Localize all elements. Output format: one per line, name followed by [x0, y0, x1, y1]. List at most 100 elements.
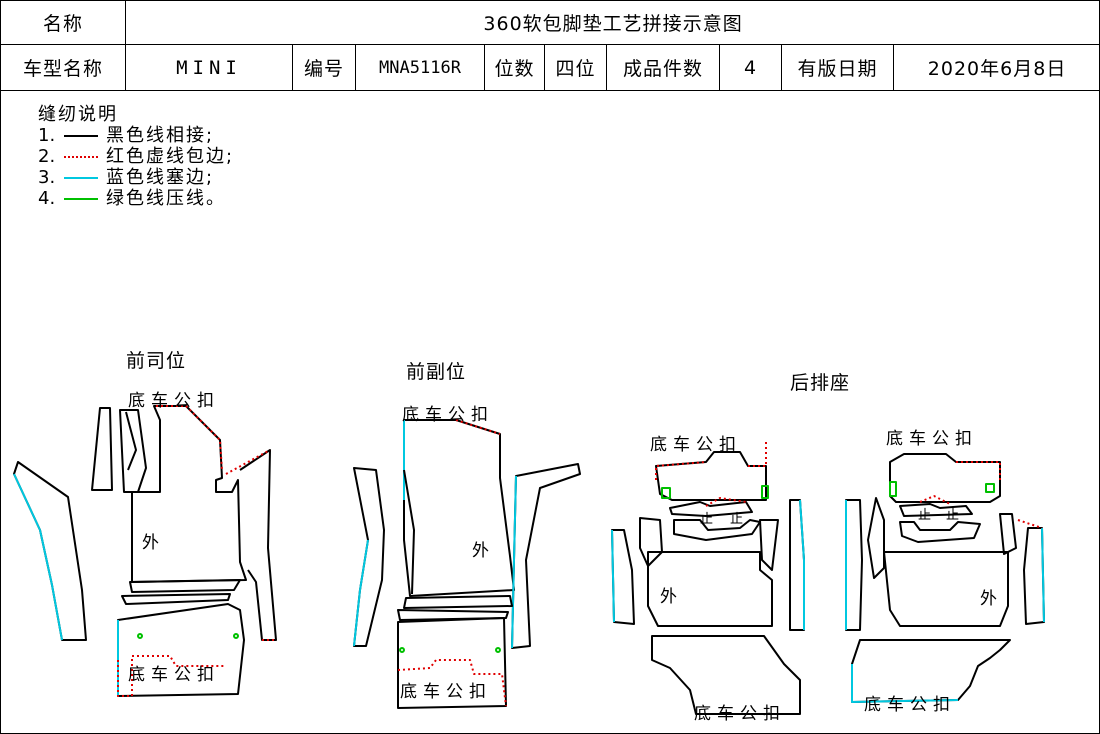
model-value: MINI: [125, 44, 293, 91]
legend-text: 红色虚线包边;: [106, 146, 235, 167]
drawing-title: 360软包脚垫工艺拼接示意图: [124, 0, 1100, 45]
rear-left-top-label: 底车公扣: [650, 435, 742, 455]
legend-num: 2.: [38, 146, 56, 167]
rear-left-top-piece: [655, 451, 767, 501]
passenger-band-1: [403, 595, 513, 609]
driver-left-strip: [13, 461, 87, 641]
rear-right-outer-cyan-edge: [1041, 527, 1045, 623]
rear-right-bottom-cyan-edge: [851, 664, 959, 703]
passenger-left-cyan-edge: [353, 539, 369, 647]
driver-band-1: [129, 579, 241, 593]
driver-right-piping: [225, 449, 271, 475]
legend-text: 黑色线相接;: [106, 125, 215, 146]
sewing-legend: 缝纫说明 1. 黑色线相接; 2. 红色虚线包边; 3. 蓝色线塞边; 4. 绿…: [38, 104, 234, 209]
rear-left-mid-piping: [705, 497, 747, 507]
legend-item: 3. 蓝色线塞边;: [38, 167, 234, 188]
rear-left-side-piece-2: [759, 519, 779, 571]
rear-right-mid-piping: [919, 495, 951, 505]
driver-strip-b-inner: [125, 411, 137, 471]
rear-right-left-strip: [845, 499, 863, 631]
legend-item: 4. 绿色线压线。: [38, 188, 234, 209]
driver-title: 前司位: [126, 350, 187, 372]
driver-strip-b: [119, 409, 147, 493]
position-value: 四位: [544, 44, 607, 91]
legend-num: 3.: [38, 167, 56, 188]
legend-text: 蓝色线塞边;: [106, 167, 215, 188]
rear-left-green-mark: [761, 485, 769, 499]
passenger-green-mark: [495, 647, 501, 653]
legend-item: 1. 黑色线相接;: [38, 125, 234, 146]
driver-pattern: [13, 405, 277, 697]
passenger-pattern: [353, 419, 581, 709]
rear-left-green-mark: [661, 487, 671, 499]
rear-right-cushion: [883, 551, 1009, 627]
green-line-swatch: [64, 197, 98, 200]
driver-top-piping: [156, 405, 223, 471]
driver-green-mark: [233, 633, 239, 639]
pieces-label: 成品件数: [606, 44, 720, 91]
black-line-swatch: [64, 134, 98, 137]
rear-right-top-piping: [956, 461, 1001, 480]
rear-right-top-piece: [889, 453, 1001, 503]
passenger-bottom-label: 底车公扣: [400, 682, 492, 702]
passenger-left-strip: [353, 467, 385, 647]
driver-strip-a: [91, 407, 113, 491]
rear-right-bottom-label: 底车公扣: [864, 695, 956, 715]
date-label: 有版日期: [781, 44, 894, 91]
pieces-value: 4: [719, 44, 782, 91]
rear-right-side-piece: [867, 497, 885, 579]
legend-num: 4.: [38, 188, 56, 209]
passenger-band-2: [397, 609, 509, 621]
rear-right-stop-mark: 止: [918, 508, 932, 523]
legend-text: 绿色线压线。: [106, 188, 226, 209]
passenger-top-label: 底车公扣: [402, 405, 494, 425]
rear-left-outer-label: 外: [660, 587, 683, 607]
rear-left-mid-piece-2: [673, 519, 761, 541]
rear-right-stop-mark: 止: [946, 508, 960, 523]
driver-right-flap: [239, 449, 277, 641]
rear-right-mid-piece: [899, 503, 973, 517]
code-value: MNA5116R: [355, 44, 485, 91]
legend-item: 2. 红色虚线包边;: [38, 146, 234, 167]
driver-left-strip-cyan-edge: [13, 473, 63, 641]
driver-lower-piping: [117, 655, 226, 697]
rear-left-top-piping-2: [748, 440, 767, 467]
rear-right-outer-strip: [1023, 527, 1045, 625]
passenger-green-mark: [399, 647, 405, 653]
rear-right-pattern: [845, 453, 1045, 703]
rear-left-side-piece: [639, 517, 663, 567]
rear-bottom-label: 底车公扣: [694, 704, 786, 724]
header-table: 名称 360软包脚垫工艺拼接示意图 车型名称 MINI 编号 MNA5116R …: [0, 0, 1100, 91]
rear-left-mid-piece: [669, 501, 753, 517]
rear-left-bottom-piece: [651, 635, 801, 715]
passenger-outer-label: 外: [472, 541, 495, 561]
rear-right-side-piece-2: [999, 513, 1017, 555]
passenger-right-strip: [511, 463, 581, 649]
code-label: 编号: [292, 44, 356, 91]
rear-right-mid-piece-2: [899, 521, 981, 543]
date-value: 2020年6月8日: [892, 44, 1100, 91]
cyan-line-swatch: [64, 176, 98, 179]
driver-green-mark: [137, 633, 143, 639]
passenger-right-cyan-edge: [511, 475, 517, 649]
rear-right-outer-piping: [1017, 519, 1043, 529]
rear-left-outer-strip: [611, 529, 635, 625]
rear-left-pattern: [611, 440, 805, 715]
rear-right-top-label: 底车公扣: [886, 429, 978, 449]
rear-right-green-mark: [889, 481, 897, 497]
rear-right-green-mark: [985, 483, 995, 493]
driver-bottom-label: 底车公扣: [128, 665, 220, 685]
rear-title: 后排座: [790, 372, 851, 394]
rear-right-outer-label: 外: [980, 589, 1003, 609]
driver-upper-body: [131, 405, 247, 583]
passenger-title: 前副位: [406, 361, 467, 383]
rear-left-right-cyan-edge: [799, 499, 805, 630]
driver-top-label: 底车公扣: [128, 391, 220, 411]
rear-left-stop-mark: 止: [700, 512, 714, 527]
rear-left-cushion: [647, 551, 773, 627]
passenger-lower-piping: [397, 659, 507, 707]
driver-outer-label: 外: [142, 533, 165, 553]
passenger-main-inner: [403, 469, 415, 595]
legend-title: 缝纫说明: [38, 104, 118, 125]
